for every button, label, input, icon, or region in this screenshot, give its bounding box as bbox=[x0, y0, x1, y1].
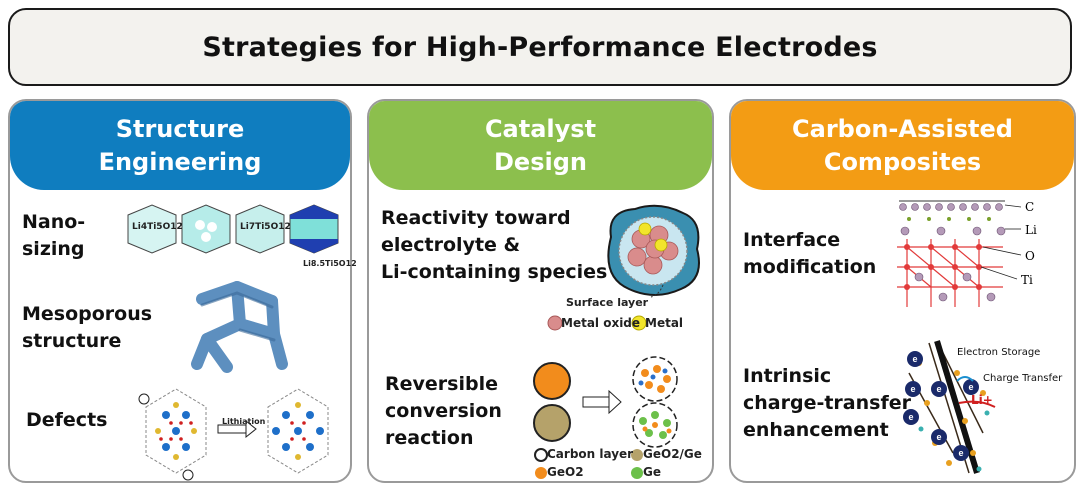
catalyst-design-panel: Catalyst Design Reactivity toward electr… bbox=[367, 99, 714, 483]
interface-line1: Interface bbox=[743, 229, 841, 251]
defects-crystal-image bbox=[138, 388, 329, 481]
lattice-label-li: Li bbox=[1025, 223, 1037, 237]
electron-label-6: e bbox=[936, 432, 941, 442]
structure-engineering-panel: Structure Engineering Nano- sizing Li4Ti… bbox=[8, 99, 357, 483]
intrinsic-line1: Intrinsic bbox=[743, 365, 832, 387]
lattice-label-ti: Ti bbox=[1021, 273, 1033, 287]
catalyst-legend-1-dots bbox=[547, 315, 647, 331]
electron-labels: e e e e e e e bbox=[908, 354, 973, 458]
li-ion-label: Li+ bbox=[971, 393, 993, 407]
carbon-assisted-header: Carbon-Assisted Composites bbox=[731, 101, 1074, 190]
catalyst-header-line1: Catalyst bbox=[484, 114, 597, 143]
legend-carbon-layer: Carbon layer bbox=[547, 447, 634, 461]
interface-label: Interface modification bbox=[743, 227, 876, 281]
reactivity-line3: Li-containing species bbox=[381, 261, 608, 283]
intrinsic-label: Intrinsic charge-transfer enhancement bbox=[743, 363, 911, 444]
conversion-line3: reaction bbox=[385, 427, 474, 449]
nanosizing-label: Nano- sizing bbox=[22, 209, 85, 263]
structure-engineering-header: Structure Engineering bbox=[10, 101, 350, 190]
conversion-line2: conversion bbox=[385, 400, 502, 422]
intrinsic-line2: charge-transfer bbox=[743, 392, 911, 414]
legend-metal-oxide: Metal oxide bbox=[561, 316, 641, 330]
legend-geo2-ge: GeO2/Ge bbox=[643, 447, 702, 461]
electron-label-2: e bbox=[910, 384, 915, 394]
conversion-line1: Reversible bbox=[385, 373, 498, 395]
electron-label-1: e bbox=[912, 354, 917, 364]
electron-label-7: e bbox=[958, 448, 963, 458]
defects-line1: Defects bbox=[26, 409, 108, 431]
nanosizing-hexagons bbox=[127, 204, 339, 254]
carbon-header-line1: Carbon-Assisted bbox=[792, 114, 1013, 143]
interface-line2: modification bbox=[743, 256, 877, 278]
legend-geo2: GeO2 bbox=[547, 465, 584, 479]
mesoporous-line2: structure bbox=[22, 330, 122, 352]
electron-label-3: e bbox=[936, 384, 941, 394]
nano-label-3: Li8.5Ti5O12 bbox=[303, 259, 357, 268]
legend-metal: Metal bbox=[645, 316, 684, 330]
charge-transfer-label: Charge Transfer bbox=[983, 373, 1063, 384]
catalyst-design-header: Catalyst Design bbox=[369, 101, 712, 190]
reactivity-line2: electrolyte & bbox=[381, 234, 521, 256]
lattice-label-o: O bbox=[1025, 249, 1035, 263]
conversion-reaction-image bbox=[533, 356, 678, 448]
structure-header-line2: Engineering bbox=[98, 147, 262, 176]
mesoporous-line1: Mesoporous bbox=[22, 303, 153, 325]
legend-ge: Ge bbox=[643, 465, 661, 479]
electron-storage-label: Electron Storage bbox=[957, 347, 1041, 358]
carbon-assisted-panel: Carbon-Assisted Composites Interface mod… bbox=[729, 99, 1076, 483]
mesoporous-network-image bbox=[191, 281, 288, 373]
interface-lattice-image bbox=[897, 200, 1022, 307]
reactivity-label: Reactivity toward electrolyte & Li-conta… bbox=[381, 205, 607, 286]
carbon-header-line2: Composites bbox=[823, 147, 982, 176]
structure-header-line1: Structure bbox=[115, 114, 245, 143]
electron-label-5: e bbox=[908, 412, 913, 422]
reactivity-line1: Reactivity toward bbox=[381, 207, 571, 229]
nanosizing-line1: Nano- bbox=[22, 211, 86, 233]
lattice-label-c: C bbox=[1025, 200, 1035, 214]
electron-label-4: e bbox=[968, 382, 973, 392]
nanosizing-line2: sizing bbox=[22, 238, 85, 260]
surface-layer-label: Surface layer bbox=[566, 296, 649, 309]
nano-label-1: Li4Ti5O12 bbox=[132, 222, 183, 232]
catalyst-legend-2-dots bbox=[534, 448, 643, 479]
main-title: Strategies for High-Performance Electrod… bbox=[8, 8, 1072, 86]
surface-layer-particle-image bbox=[607, 204, 700, 298]
conversion-label: Reversible conversion reaction bbox=[385, 371, 502, 452]
mesoporous-label: Mesoporous structure bbox=[22, 301, 152, 355]
charge-transfer-image bbox=[903, 340, 996, 474]
intrinsic-line3: enhancement bbox=[743, 419, 889, 441]
defects-label: Defects bbox=[26, 407, 107, 434]
lithiation-label: Lithiation bbox=[222, 417, 266, 426]
nano-label-2: Li7Ti5O12 bbox=[240, 222, 291, 232]
catalyst-header-line2: Design bbox=[494, 147, 587, 176]
